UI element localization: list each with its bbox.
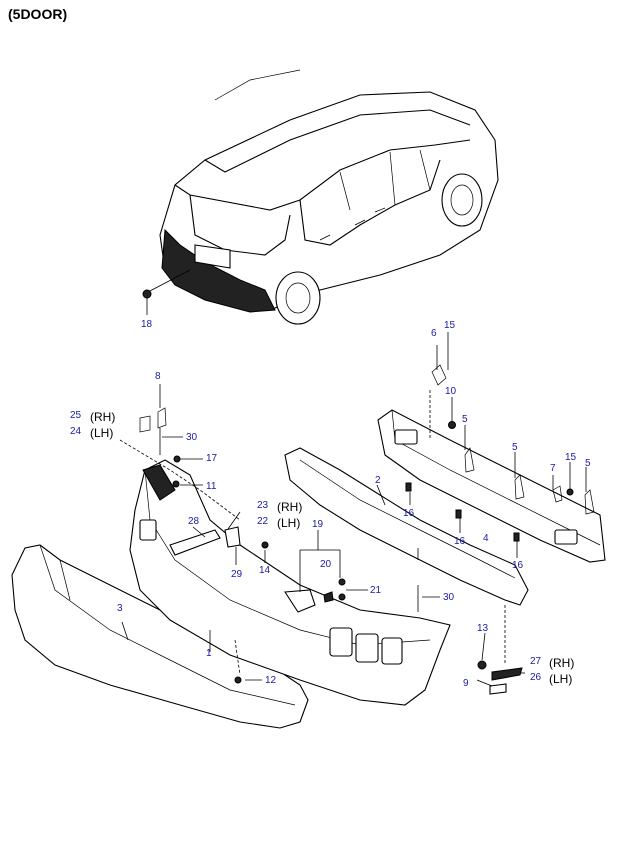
- side-label-lh-24: (LH): [90, 426, 113, 440]
- callout-21: 21: [370, 585, 382, 596]
- callout-9: 9: [463, 678, 469, 689]
- side-label-lh-26: (LH): [549, 672, 572, 686]
- callout-19: 19: [312, 519, 324, 530]
- callout-26: 26: [530, 672, 542, 683]
- callout-17: 17: [206, 453, 218, 464]
- diagram-title: (5DOOR): [8, 6, 68, 22]
- callout-30b: 30: [443, 592, 455, 603]
- callout-5b: 5: [512, 442, 518, 453]
- callout-4: 4: [483, 533, 489, 544]
- part-2-energy-absorber: [284, 447, 529, 606]
- callout-15a: 15: [444, 320, 456, 331]
- side-label-rh-27: (RH): [549, 656, 574, 670]
- callout-15b: 15: [565, 452, 577, 463]
- callout-2: 2: [375, 475, 381, 486]
- callout-27: 27: [530, 656, 542, 667]
- leader-lines: [121, 332, 587, 687]
- callout-11: 11: [206, 481, 217, 492]
- callout-labels: 1 2 3 4 5 5 5 6 7 8 9 10 11 12 13 14 15 …: [70, 319, 591, 689]
- car-illustration: [159, 69, 499, 325]
- side-label-lh-22: (LH): [277, 516, 300, 530]
- callout-7: 7: [550, 463, 556, 474]
- callout-13: 13: [477, 623, 489, 634]
- callout-12: 12: [265, 675, 277, 686]
- callout-10: 10: [445, 386, 457, 397]
- callout-25: 25: [70, 410, 82, 421]
- side-label-rh-23: (RH): [277, 500, 302, 514]
- callout-16a: 16: [403, 508, 415, 519]
- callout-18: 18: [141, 319, 153, 330]
- callout-5c: 5: [585, 458, 591, 469]
- callout-5a: 5: [462, 414, 468, 425]
- side-label-rh-25: (RH): [90, 410, 115, 424]
- callout-16b: 16: [454, 536, 466, 547]
- callout-22: 22: [257, 516, 269, 527]
- callout-14: 14: [259, 565, 271, 576]
- callout-24: 24: [70, 426, 82, 437]
- callout-20: 20: [320, 559, 332, 570]
- hardware-fasteners: [119, 355, 595, 695]
- callout-1: 1: [206, 648, 212, 659]
- callout-30a: 30: [186, 432, 198, 443]
- callout-16c: 16: [512, 560, 524, 571]
- callout-29: 29: [231, 569, 243, 580]
- callout-3: 3: [117, 603, 123, 614]
- callout-8: 8: [155, 371, 161, 382]
- callout-23: 23: [257, 500, 269, 511]
- callout-28: 28: [188, 516, 200, 527]
- callout-6: 6: [431, 328, 437, 339]
- part-3-bumper-fascia: [11, 544, 309, 729]
- part-1-bumper-cover: [129, 459, 451, 706]
- part-4-bumper-beam: [377, 409, 606, 563]
- part-18-clip: [142, 269, 191, 315]
